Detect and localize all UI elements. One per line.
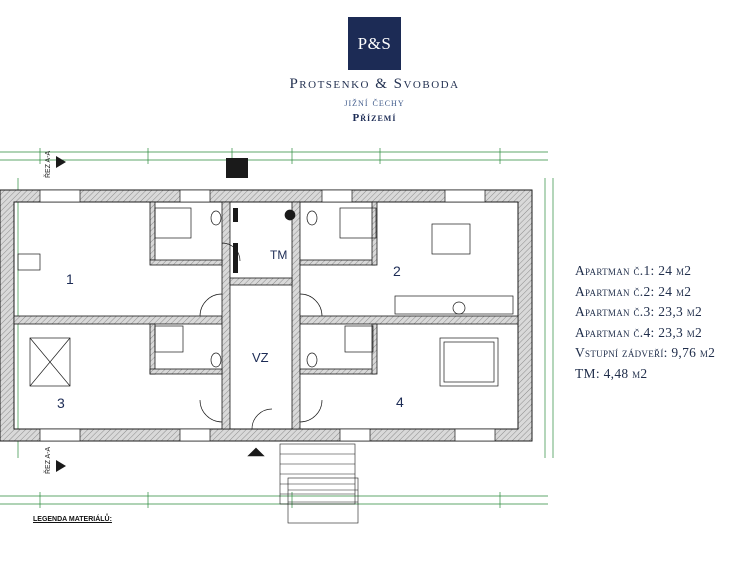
brand-logo: P&S bbox=[348, 17, 401, 70]
area-row-entrance: Vstupní zádveří: 9,76 m2 bbox=[575, 345, 716, 361]
room-label-3: 3 bbox=[57, 395, 65, 411]
brand-logo-text: P&S bbox=[357, 33, 392, 53]
area-legend: Apartman č.1: 24 m2 Apartman č.2: 24 m2 … bbox=[575, 261, 749, 385]
area-row-apartment-2: Apartman č.2: 24 m2 bbox=[575, 283, 692, 299]
section-arrows bbox=[56, 156, 66, 472]
section-label-bottom: ŘEZ A-A bbox=[43, 446, 52, 474]
area-row-apartment-1: Apartman č.1: 24 m2 bbox=[575, 263, 692, 278]
room-label-1: 1 bbox=[66, 271, 74, 287]
area-row-apartment-3: Apartman č.3: 23,3 m2 bbox=[575, 304, 703, 320]
windows bbox=[39, 189, 496, 442]
section-label-top: ŘEZ A-A bbox=[43, 150, 52, 178]
furniture bbox=[17, 207, 514, 387]
brand-region: jižní čechy bbox=[344, 95, 405, 109]
room-label-2: 2 bbox=[393, 263, 401, 279]
exterior-walls bbox=[0, 189, 533, 442]
technical-room-equipment bbox=[226, 158, 248, 273]
room-label-4: 4 bbox=[396, 394, 404, 410]
material-legend-label: LEGENDA MATERIÁLŮ: bbox=[33, 516, 112, 523]
floor-title: Přízemí bbox=[352, 112, 397, 124]
floor-plan-drawing: 1 2 3 4 TM VZ ŘEZ A-A ŘEZ A-A bbox=[0, 148, 554, 524]
interior-walls bbox=[13, 201, 519, 430]
dimension-lines bbox=[0, 151, 554, 505]
room-label-tm: TM bbox=[270, 248, 287, 262]
brand-name: Protsenko & Svoboda bbox=[289, 76, 460, 92]
area-row-technical-room: TM: 4,48 m2 bbox=[575, 365, 648, 381]
room-label-vz: VZ bbox=[252, 350, 269, 365]
doors bbox=[199, 242, 323, 430]
floor-plan: 1 2 3 4 TM VZ ŘEZ A-A ŘEZ A-A bbox=[0, 138, 570, 528]
entrance-stairs bbox=[247, 443, 359, 524]
area-row-apartment-4: Apartman č.4: 23,3 m2 bbox=[575, 324, 703, 340]
